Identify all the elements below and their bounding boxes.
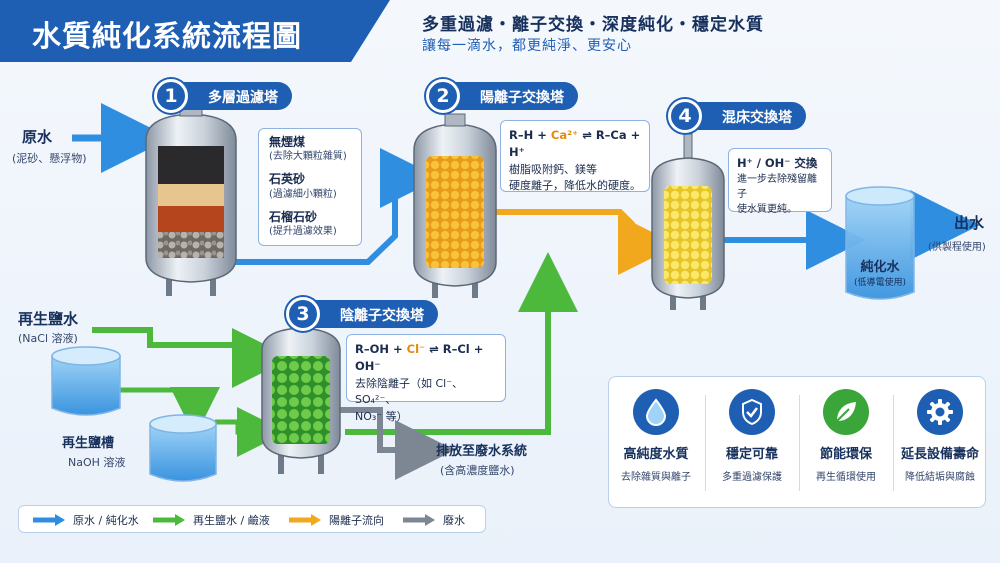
tagline-main: 多重過濾・離子交換・深度純化・穩定水質 [422, 15, 764, 35]
gear-icon [917, 389, 963, 435]
regen-salt-sub: (NaCl 溶液) [18, 332, 78, 345]
regen-salt-label: 再生鹽水 [18, 310, 79, 328]
media-quartz: 石英砂 [269, 172, 306, 187]
mixed-equation: H⁺ / OH⁻ 交換 [737, 156, 818, 170]
stage-2-label: 陽離子交換塔 [440, 82, 578, 110]
feature-reliable: 穩定可靠 多重過濾保護 [705, 389, 799, 483]
pipe-mixed-to-product [720, 190, 980, 270]
mixed-callout: H⁺ / OH⁻ 交換 進一步去除殘留離子 使水質更純。 [728, 148, 832, 215]
mixed-desc-2: 使水質更純。 [737, 204, 797, 216]
feature-sub: 再生循環使用 [816, 472, 876, 483]
product-label: 純化水 [860, 260, 900, 275]
stage-4-label: 混床交換塔 [682, 102, 806, 130]
feature-divider [705, 395, 706, 491]
feature-sub: 去除雜質與離子 [621, 472, 691, 483]
product-sub: (低導電使用) [853, 278, 907, 288]
stage-3-label: 陰離子交換塔 [300, 300, 438, 328]
media-garnet: 石榴石砂 [269, 209, 318, 224]
anion-desc-1: 去除陰離子（如 Cl⁻、SO₄²⁻、 [355, 376, 464, 407]
media-garnet-desc: (提升過濾效果) [269, 226, 337, 238]
media-quartz-desc: (過濾細小顆粒) [269, 188, 337, 200]
legend: 原水 / 純化水 再生鹽水 / 鹼液 陽離子流向 廢水 [18, 505, 486, 533]
drain-sub: (含高濃度鹽水) [440, 464, 515, 477]
feature-title: 高純度水質 [623, 447, 689, 462]
outlet-label: 出水 [954, 214, 985, 232]
water-drop-icon [633, 389, 679, 435]
pipe-regen-to-anion [92, 327, 292, 457]
pipe-cation-to-mixed [490, 209, 678, 275]
brine-tank [51, 346, 121, 416]
feature-divider [893, 395, 894, 491]
anion-equation: R–OH + Cl⁻ ⇌ R–Cl + OH⁻ [355, 342, 484, 374]
regen-tank-sub: NaOH 溶液 [68, 456, 126, 469]
pipe-drain [340, 407, 455, 480]
feature-divider [799, 395, 800, 491]
anion-callout: R–OH + Cl⁻ ⇌ R–Cl + OH⁻ 去除陰離子（如 Cl⁻、SO₄²… [346, 334, 506, 423]
filter-tower [145, 103, 237, 296]
stage-3-number: 3 [286, 297, 320, 331]
media-anthracite-desc: (去除大顆粒雜質) [269, 151, 347, 163]
cation-callout: R–H + Ca²⁺ ⇌ R–Ca + H⁺ 樹脂吸附鈣、鎂等 硬度離子，降低水… [500, 120, 650, 192]
inlet-label: 原水 [22, 128, 53, 146]
page-title: 水質純化系統流程圖 [0, 0, 390, 62]
feature-title: 節能環保 [819, 447, 872, 462]
shield-check-icon [729, 389, 775, 435]
legend-label: 廢水 [443, 514, 465, 527]
mixed-desc-1: 進一步去除殘留離子 [737, 174, 817, 201]
media-anthracite: 無煙煤 [269, 135, 306, 149]
legend-label: 再生鹽水 / 鹼液 [193, 514, 270, 527]
legend-item-brine: 再生鹽水 / 鹼液 [153, 512, 270, 528]
cation-desc-1: 樹脂吸附鈣、鎂等 [509, 162, 597, 176]
pipe-filter-to-cation [232, 148, 440, 265]
cation-desc-2: 硬度離子，降低水的硬度。 [509, 179, 641, 192]
feature-purity: 高純度水質 去除雜質與離子 [609, 389, 703, 483]
regen-salt-tank [149, 414, 217, 482]
legend-label: 陽離子流向 [329, 514, 384, 527]
stage-4-number: 4 [668, 99, 702, 133]
stage-1-number: 1 [154, 79, 188, 113]
outlet-sub: (供製程使用) [928, 242, 986, 253]
features-panel: 高純度水質 去除雜質與離子 穩定可靠 多重過濾保護 節能環保 再生循環使用 [608, 376, 986, 508]
mixed-bed-tower [651, 133, 725, 310]
legend-item-raw-water: 原水 / 純化水 [33, 512, 139, 528]
anion-tower [261, 327, 341, 474]
feature-title: 延長設備壽命 [900, 447, 979, 462]
feature-eco: 節能環保 再生循環使用 [799, 389, 893, 483]
legend-arrow-icon [289, 514, 321, 526]
legend-arrow-icon [33, 514, 65, 526]
filter-media-callout: 無煙煤 (去除大顆粒雜質) 石英砂 (過濾細小顆粒) 石榴石砂 (提升過濾效果) [258, 128, 362, 246]
feature-sub: 降低結垢與腐蝕 [905, 472, 975, 483]
legend-arrow-icon [403, 514, 435, 526]
legend-item-waste: 廢水 [403, 512, 465, 528]
stage-1-label: 多層過濾塔 [168, 82, 292, 110]
regen-tank-label: 再生鹽槽 [62, 436, 115, 451]
legend-item-cation-flow: 陽離子流向 [289, 512, 384, 528]
inlet-sub: (泥砂、懸浮物) [12, 152, 87, 165]
legend-label: 原水 / 純化水 [73, 514, 139, 527]
feature-lifespan: 延長設備壽命 降低結垢與腐蝕 [893, 389, 987, 483]
stage-2-number: 2 [426, 79, 460, 113]
cation-tower [413, 113, 497, 298]
leaf-icon [823, 389, 869, 435]
feature-title: 穩定可靠 [725, 447, 778, 462]
product-tank [845, 186, 915, 300]
legend-arrow-icon [153, 514, 185, 526]
tagline-sub: 讓每一滴水，都更純淨、更安心 [422, 38, 632, 54]
anion-desc-2: NO₃⁻ 等） [355, 409, 408, 423]
drain-label: 排放至廢水系統 [436, 444, 528, 459]
feature-sub: 多重過濾保護 [722, 472, 782, 483]
cation-equation: R–H + Ca²⁺ ⇌ R–Ca + H⁺ [509, 128, 641, 160]
